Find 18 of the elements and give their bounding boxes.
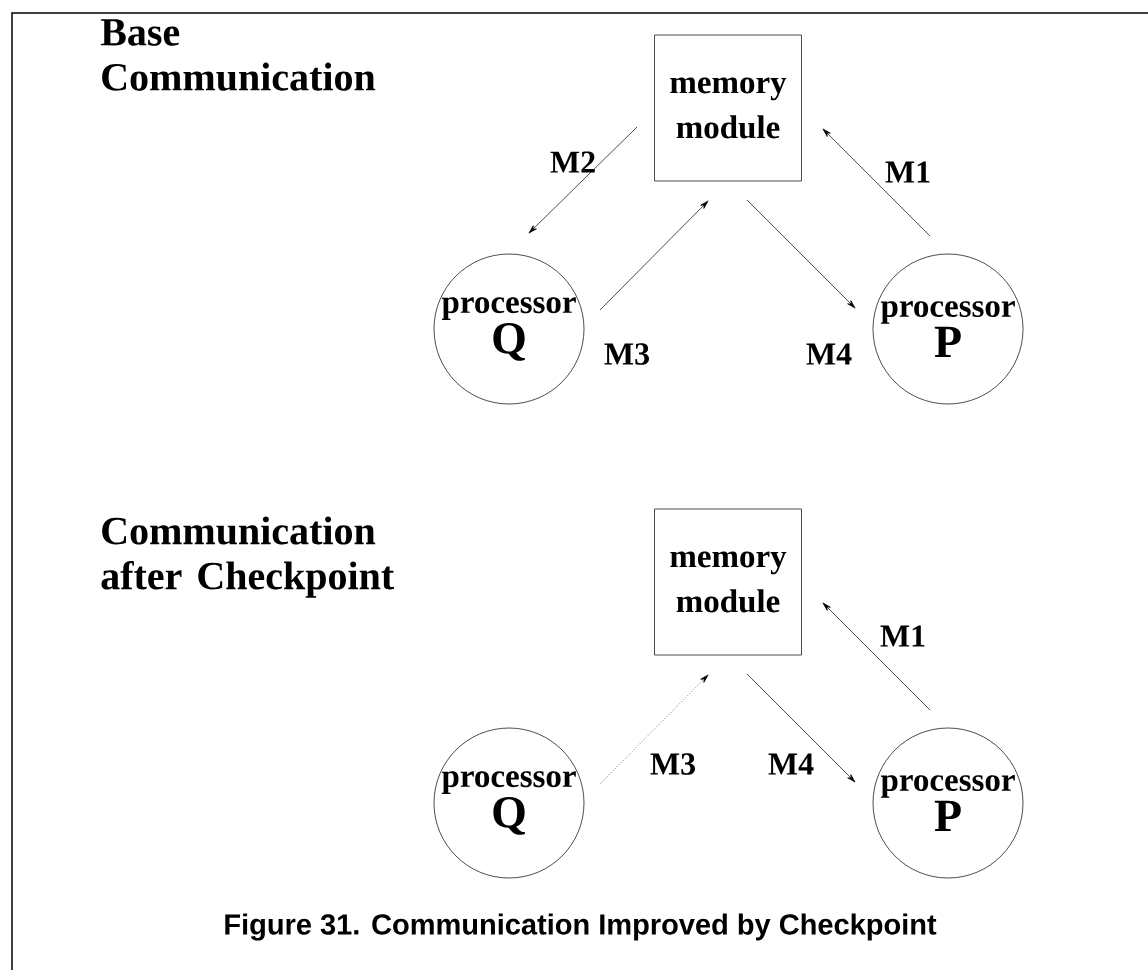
arrow	[822, 602, 931, 711]
edge-label: M2	[550, 151, 595, 173]
arrow	[746, 673, 856, 783]
memory-box: memory module	[654, 508, 802, 656]
edge-label: M1	[885, 161, 930, 183]
arrow	[599, 200, 709, 311]
section-heading: Base Communication	[100, 19, 376, 91]
edge-label: M4	[768, 753, 814, 775]
edge-label: M1	[880, 625, 925, 647]
edge-label: M3	[650, 753, 695, 775]
edge-label: M4	[806, 343, 852, 365]
arrow	[528, 126, 638, 234]
edge-label: M3	[604, 343, 649, 365]
arrow	[746, 199, 856, 309]
section-heading: Communication after Checkpoint	[101, 516, 394, 598]
memory-box: memory module	[654, 34, 802, 182]
figure-caption: Figure 31. Communication Improved by Checkpoint	[225, 913, 937, 941]
arrow	[822, 128, 931, 237]
